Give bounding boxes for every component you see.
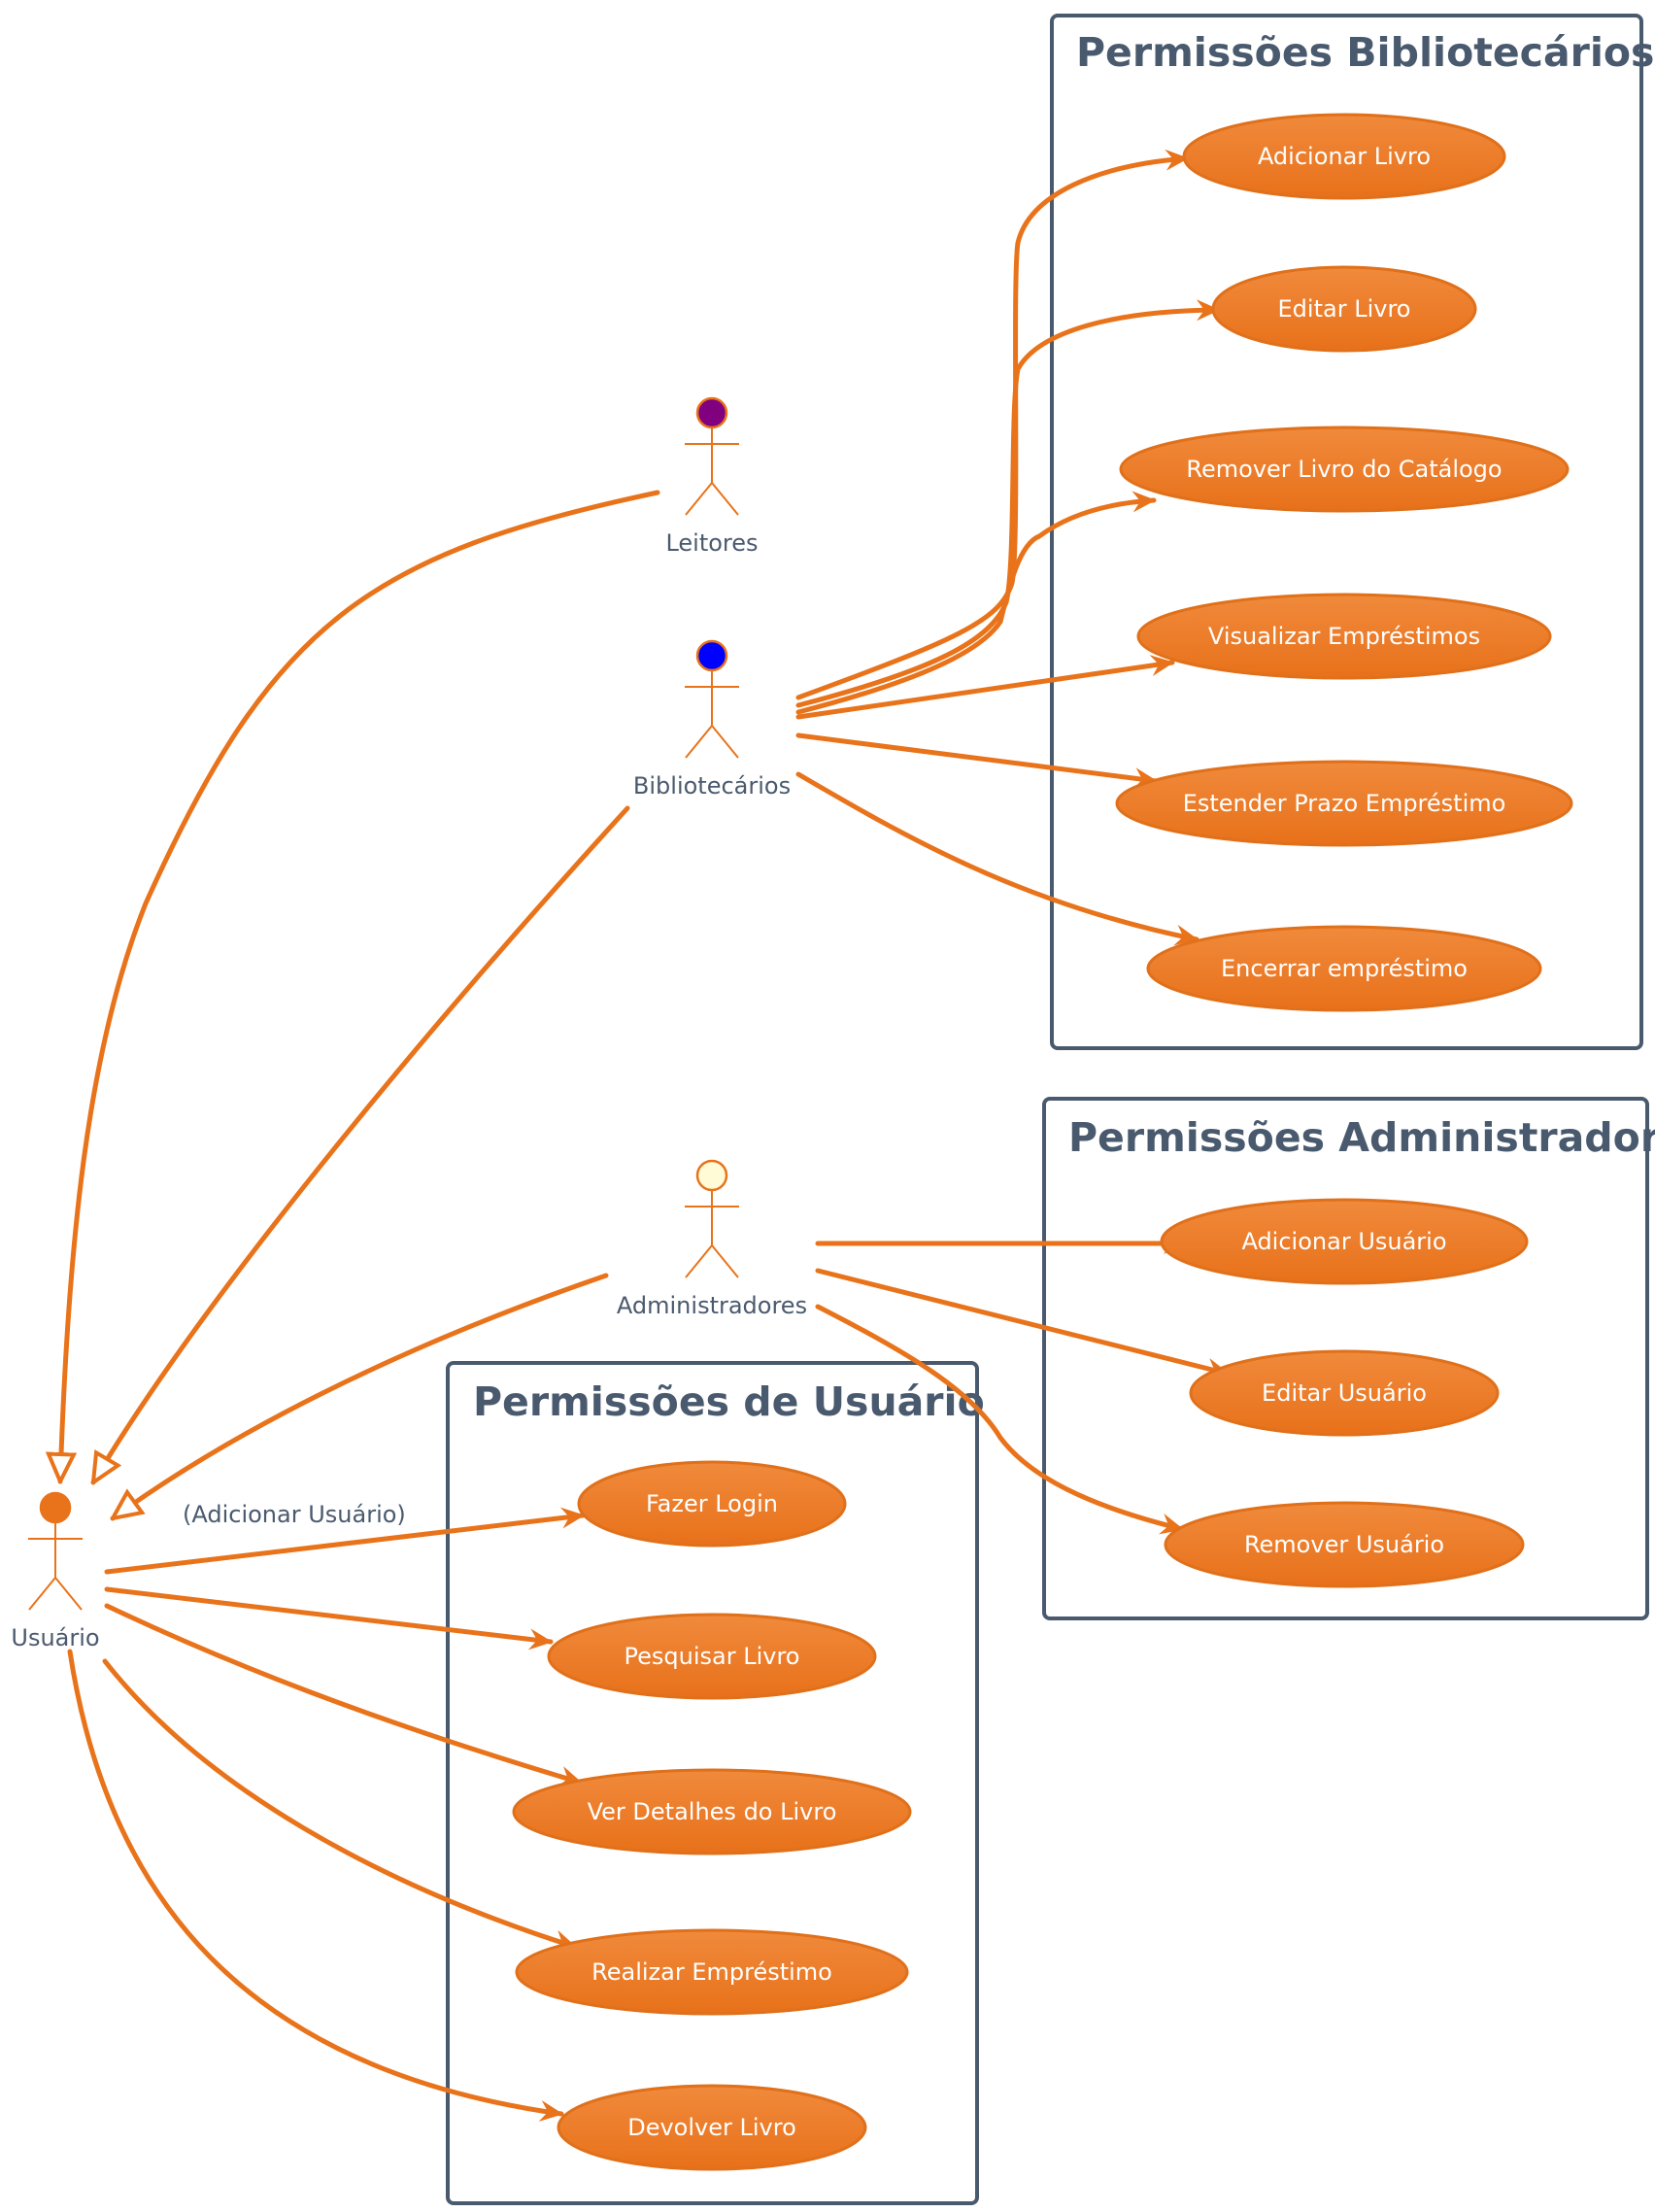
use-case-adicionar-livro-label: Adicionar Livro: [1258, 143, 1431, 170]
edge-adm-remover: [815, 1304, 1185, 1535]
use-case-editar-livro: Editar Livro: [1211, 265, 1477, 353]
edge-bib-estender: [795, 732, 1159, 790]
use-case-realizar-emprestimo-label: Realizar Empréstimo: [591, 1958, 832, 1986]
edge-usu-pesquisar: [104, 1586, 554, 1650]
actor-administradores: Administradores: [617, 1159, 807, 1319]
use-case-visualizar-emprestimos-label: Visualizar Empréstimos: [1208, 623, 1480, 650]
use-case-remover-livro-label: Remover Livro do Catálogo: [1186, 456, 1502, 483]
use-case-estender-prazo: Estender Prazo Empréstimo: [1115, 760, 1573, 847]
use-case-editar-usuario-label: Editar Usuário: [1262, 1379, 1427, 1407]
use-case-remover-usuario-label: Remover Usuário: [1244, 1531, 1444, 1558]
use-case-estender-prazo-label: Estender Prazo Empréstimo: [1183, 790, 1506, 817]
edge-usu-login: [104, 1507, 586, 1575]
use-case-fazer-login-label: Fazer Login: [646, 1490, 778, 1517]
use-case-visualizar-emprestimos: Visualizar Empréstimos: [1136, 593, 1552, 680]
use-case-devolver-livro: Devolver Livro: [557, 2084, 867, 2171]
use-case-editar-usuario: Editar Usuário: [1189, 1349, 1500, 1437]
actor-leitores: Leitores: [665, 396, 759, 557]
package-administrador-title: Permissões Administrador: [1068, 1114, 1655, 1161]
connectors: [60, 149, 1231, 2122]
use-case-ver-detalhes-label: Ver Detalhes do Livro: [588, 1798, 837, 1825]
use-case-devolver-livro-label: Devolver Livro: [627, 2114, 796, 2141]
actor-bibliotecarios-label: Bibliotecários: [633, 772, 791, 800]
edge-usu-detalhes: [104, 1603, 584, 1787]
actor-usuario: Usuário: [11, 1491, 100, 1651]
package-bibliotecarios-title: Permissões Bibliotecários: [1076, 29, 1654, 76]
actor-leitores-head: [695, 396, 728, 429]
edge-bib-visualizar: [795, 655, 1175, 720]
edge-bib-usuario: [90, 805, 630, 1482]
use-case-remover-livro: Remover Livro do Catálogo: [1119, 425, 1570, 513]
edge-usu-emprestimo: [102, 1658, 578, 1951]
use-case-encerrar-emprestimo-label: Encerrar empréstimo: [1221, 955, 1468, 982]
edge-bib-remover-livro: [795, 491, 1157, 715]
use-case-ver-detalhes: Ver Detalhes do Livro: [512, 1768, 912, 1855]
use-case-remover-usuario: Remover Usuário: [1164, 1501, 1525, 1588]
actor-bibliotecarios-head: [695, 639, 728, 672]
edge-usu-devolver: [67, 1649, 564, 2122]
edge-adm-usuario: [113, 1273, 609, 1518]
edge-adm-editar: [815, 1268, 1231, 1379]
use-case-editar-livro-label: Editar Livro: [1278, 295, 1411, 323]
actor-bibliotecarios: Bibliotecários: [633, 639, 791, 800]
use-case-adicionar-usuario-label: Adicionar Usuário: [1241, 1228, 1446, 1255]
actor-usuario-label: Usuário: [11, 1624, 99, 1651]
use-case-realizar-emprestimo: Realizar Empréstimo: [515, 1928, 909, 2016]
use-case-adicionar-usuario: Adicionar Usuário: [1160, 1198, 1529, 1285]
use-case-encerrar-emprestimo: Encerrar empréstimo: [1146, 925, 1542, 1012]
edge-bib-encerrar: [795, 771, 1199, 946]
actor-leitores-label: Leitores: [665, 529, 758, 557]
use-case-pesquisar-livro: Pesquisar Livro: [547, 1613, 877, 1700]
use-case-fazer-login: Fazer Login: [577, 1460, 847, 1548]
actor-administradores-label: Administradores: [617, 1292, 807, 1319]
use-case-pesquisar-livro-label: Pesquisar Livro: [625, 1643, 800, 1670]
actor-usuario-head: [39, 1491, 72, 1524]
actor-administradores-head: [695, 1159, 728, 1192]
edge-leitores-usuario: [60, 490, 660, 1481]
use-case-adicionar-livro: Adicionar Livro: [1182, 113, 1506, 200]
edge-label-adicionar-usuario: (Adicionar Usuário): [183, 1501, 406, 1528]
package-usuario-title: Permissões de Usuário: [473, 1378, 985, 1425]
edge-bib-editar-livro: [795, 299, 1221, 708]
